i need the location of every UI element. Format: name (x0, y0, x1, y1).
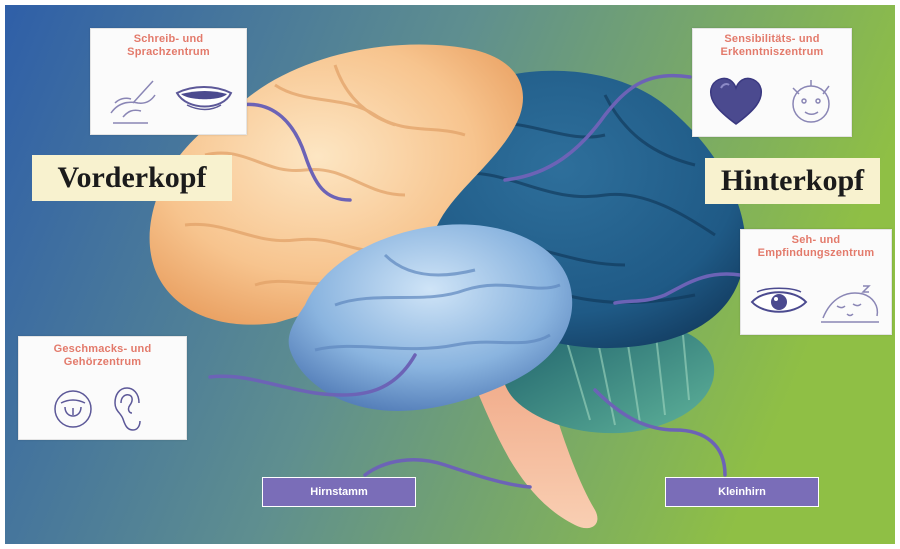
brain-diagram: Schreib- und Sprachzentrum Sensibilitäts… (5, 5, 895, 544)
vision-center-title: Seh- und Empfindungszentrum (741, 234, 891, 260)
sensibility-center-title: Sensibilitäts- und Erkenntniszentrum (693, 33, 851, 59)
vision-center-card: Seh- und Empfindungszentrum (740, 229, 892, 335)
eye-icon (749, 286, 809, 318)
sleeping-face-icon (817, 278, 883, 326)
heart-icon (707, 74, 765, 128)
speech-center-card: Schreib- und Sprachzentrum (90, 28, 247, 135)
taste-hearing-center-card: Geschmacks- und Gehörzentrum (18, 336, 187, 440)
ear-icon (111, 385, 147, 433)
sensibility-center-title-line1: Sensibilitäts- und (693, 33, 851, 46)
back-head-label: Hinterkopf (705, 158, 880, 204)
taste-hearing-center-title-line1: Geschmacks- und (19, 343, 186, 356)
hand-writing-icon (103, 73, 163, 128)
speech-center-title-line1: Schreib- und (91, 33, 246, 46)
vision-center-title-line1: Seh- und (741, 234, 891, 247)
speech-center-title-line2: Sprachzentrum (91, 46, 246, 59)
vision-center-title-line2: Empfindungszentrum (741, 247, 891, 260)
thinking-face-icon (783, 74, 841, 130)
sensibility-center-title-line2: Erkenntniszentrum (693, 46, 851, 59)
taste-hearing-center-title: Geschmacks- und Gehörzentrum (19, 343, 186, 369)
sensibility-center-card: Sensibilitäts- und Erkenntniszentrum (692, 28, 852, 137)
speech-center-title: Schreib- und Sprachzentrum (91, 33, 246, 59)
cerebellum-label: Kleinhirn (665, 477, 819, 507)
taste-hearing-center-title-line2: Gehörzentrum (19, 356, 186, 369)
mouth-icon (173, 81, 235, 121)
brainstem-label: Hirnstamm (262, 477, 416, 507)
tongue-icon (51, 387, 95, 431)
front-head-label: Vorderkopf (32, 155, 232, 201)
